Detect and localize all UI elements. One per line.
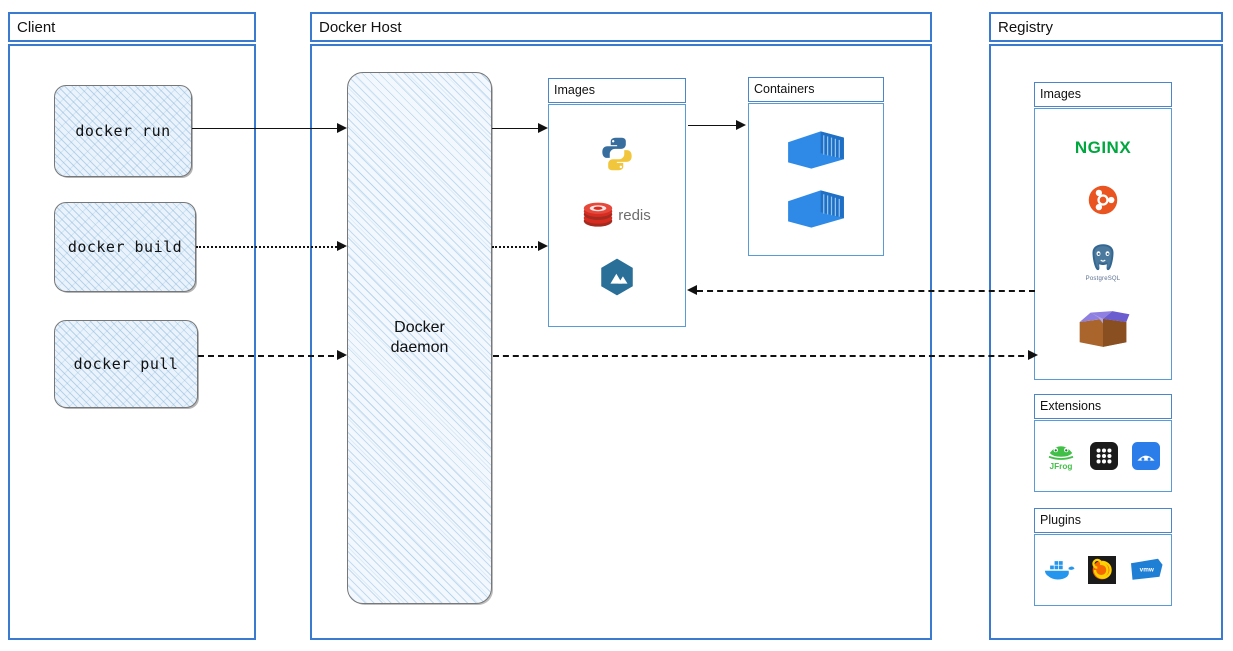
command-label-docker-run: docker run <box>75 122 171 140</box>
subpanel-title-containers: Containers <box>748 77 884 102</box>
grafana-logo <box>1088 556 1116 584</box>
docker-daemon-box[interactable]: Docker daemon <box>347 72 492 604</box>
subpanel-label-registry-images: Images <box>1040 87 1081 102</box>
subpanel-body-host-images: redis <box>548 104 686 327</box>
svg-text:vmw: vmw <box>1140 567 1154 574</box>
container-icon <box>785 128 847 172</box>
ubuntu-logo <box>1087 184 1119 216</box>
subpanel-title-extensions: Extensions <box>1034 394 1172 419</box>
panel-label-docker-host: Docker Host <box>319 18 402 36</box>
subpanel-title-plugins: Plugins <box>1034 508 1172 533</box>
vmware-logo: vmw <box>1128 556 1164 584</box>
subpanel-title-registry-images: Images <box>1034 82 1172 107</box>
subpanel-label-extensions: Extensions <box>1040 399 1102 414</box>
python-logo <box>595 132 639 176</box>
docker-whale-logo <box>1042 556 1076 584</box>
panel-title-registry: Registry <box>989 12 1223 42</box>
subpanel-body-registry-images: NGINX PostgreSQL <box>1034 108 1172 380</box>
docker-daemon-label: Docker daemon <box>390 319 449 356</box>
panel-label-client: Client <box>17 18 56 36</box>
alpine-logo <box>595 255 639 299</box>
redis-logo: redis <box>583 202 651 228</box>
panel-title-client: Client <box>8 12 256 42</box>
subpanel-title-host-images: Images <box>548 78 686 103</box>
redis-label: redis <box>618 206 651 224</box>
postgresql-logo: PostgreSQL <box>1085 242 1121 282</box>
blue-app-icon <box>1131 441 1161 471</box>
subpanel-label-containers: Containers <box>754 82 815 97</box>
svg-text:JFrog: JFrog <box>1050 462 1073 471</box>
subpanel-body-containers <box>748 103 884 256</box>
command-box-docker-pull[interactable]: docker pull <box>54 320 198 408</box>
nginx-logo: NGINX <box>1074 138 1132 157</box>
postgresql-label: PostgreSQL <box>1085 276 1121 282</box>
command-box-docker-run[interactable]: docker run <box>54 85 192 177</box>
subpanel-body-extensions: JFrog <box>1034 420 1172 492</box>
jfrog-logo: JFrog <box>1045 440 1077 472</box>
subpanel-label-plugins: Plugins <box>1040 513 1081 528</box>
subpanel-label-host-images: Images <box>554 83 595 98</box>
command-label-docker-build: docker build <box>67 238 183 256</box>
app-grid-icon <box>1089 441 1119 471</box>
command-box-docker-build[interactable]: docker build <box>54 202 196 292</box>
package-box-icon <box>1075 308 1131 350</box>
container-icon <box>785 187 847 231</box>
panel-label-registry: Registry <box>998 18 1054 36</box>
panel-title-docker-host: Docker Host <box>310 12 932 42</box>
command-label-docker-pull: docker pull <box>73 355 179 373</box>
subpanel-body-plugins: vmw <box>1034 534 1172 606</box>
